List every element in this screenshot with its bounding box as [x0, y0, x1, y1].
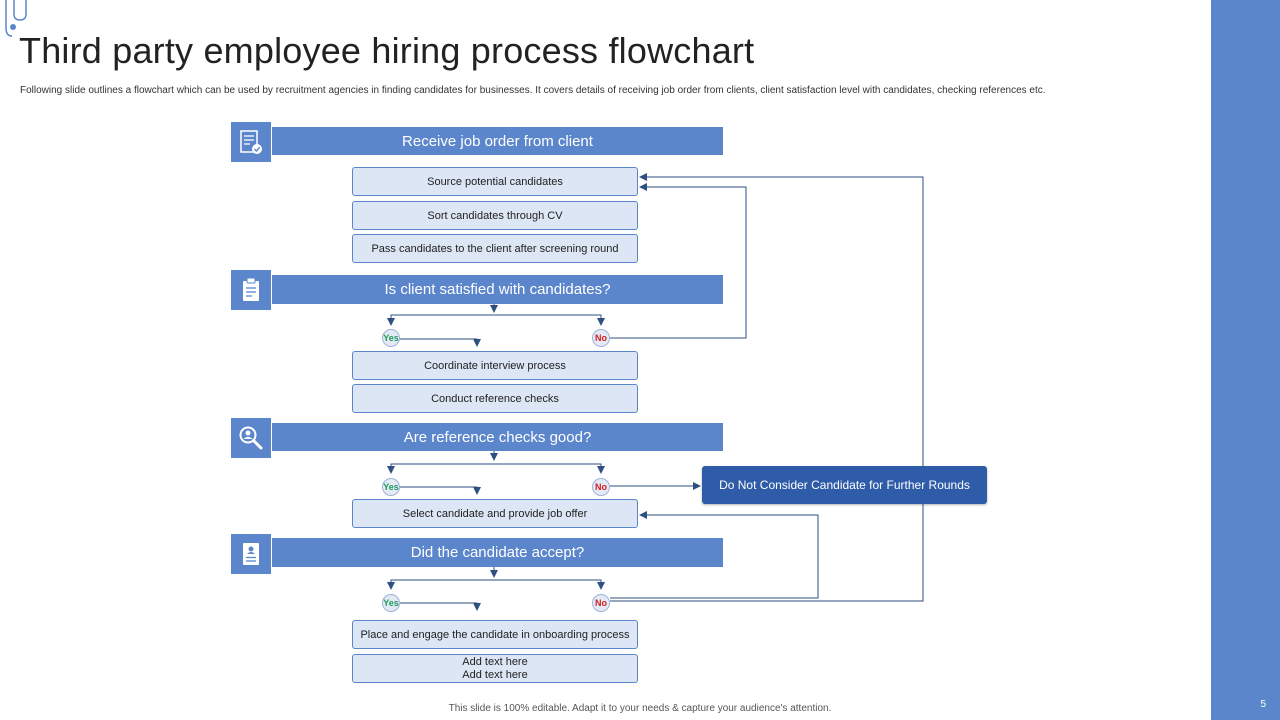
- no-badge-satisfied: No: [592, 329, 610, 347]
- placeholder-line-2: Add text here: [462, 668, 528, 681]
- placeholder-text-box: Add text here Add text here: [352, 654, 638, 683]
- clipboard-icon: [231, 270, 271, 310]
- slide-title: Third party employee hiring process flow…: [19, 30, 755, 71]
- step-header-reference-checks-good: Are reference checks good?: [272, 423, 723, 451]
- step-header-candidate-accept: Did the candidate accept?: [272, 538, 723, 567]
- document-person-icon: [231, 534, 271, 574]
- step-coordinate-interview: Coordinate interview process: [352, 351, 638, 380]
- no-badge-accept: No: [592, 594, 610, 612]
- checklist-icon: [231, 122, 271, 162]
- decorative-clip-graphic: [5, 0, 27, 37]
- step-source-candidates: Source potential candidates: [352, 167, 638, 196]
- reject-candidate-box: Do Not Consider Candidate for Further Ro…: [702, 466, 987, 504]
- step-select-candidate: Select candidate and provide job offer: [352, 499, 638, 528]
- placeholder-line-1: Add text here: [462, 655, 528, 668]
- step-header-receive-job-order: Receive job order from client: [272, 127, 723, 155]
- step-pass-candidates: Pass candidates to the client after scre…: [352, 234, 638, 263]
- page-number: 5: [1260, 699, 1266, 710]
- yes-badge-references: Yes: [382, 478, 400, 496]
- magnifier-person-icon: [231, 418, 271, 458]
- step-sort-candidates: Sort candidates through CV: [352, 201, 638, 230]
- no-badge-references: No: [592, 478, 610, 496]
- yes-badge-satisfied: Yes: [382, 329, 400, 347]
- step-reference-checks: Conduct reference checks: [352, 384, 638, 413]
- footer-note: This slide is 100% editable. Adapt it to…: [448, 703, 832, 714]
- slide-subtitle: Following slide outlines a flowchart whi…: [20, 85, 1046, 96]
- right-accent-bar: 5: [1211, 0, 1280, 720]
- step-header-client-satisfied: Is client satisfied with candidates?: [272, 275, 723, 304]
- yes-badge-accept: Yes: [382, 594, 400, 612]
- step-onboarding: Place and engage the candidate in onboar…: [352, 620, 638, 649]
